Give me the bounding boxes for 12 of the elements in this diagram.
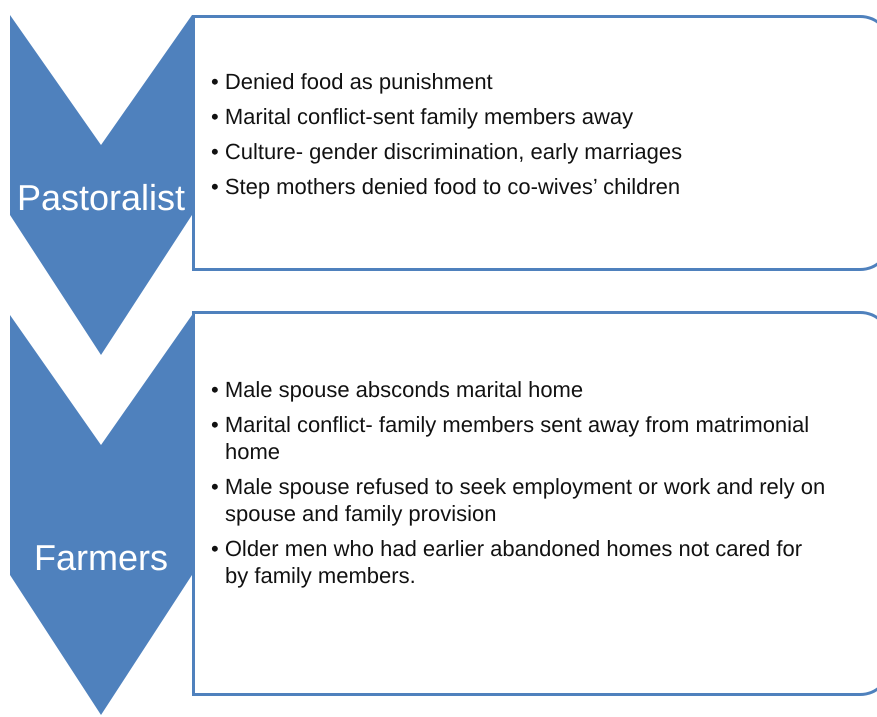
bullet-list-panel [192,15,877,271]
bullet-item: • Marital conflict-sent family members away [211,103,634,130]
bullet-item: • Step mothers denied food to co-wives’ children [211,173,682,200]
bullet-item: • Older men who had earlier abandoned homes not cared for by family members. [211,535,804,589]
category-label: Pastoralist [16,177,186,219]
bullet-list-panel [192,311,877,696]
bullet-item: • Marital conflict- family members sent away from matrimonial home [211,411,810,465]
bullet-item: • Culture- gender discrimination, early marriages [211,138,684,165]
category-label: Farmers [33,537,169,579]
bullet-item: • Male spouse refused to seek employment or work and rely on spouse and family provision [211,473,826,527]
bullet-item: • Male spouse absconds marital home [211,376,584,403]
bullet-item: • Denied food as punishment [211,68,494,95]
